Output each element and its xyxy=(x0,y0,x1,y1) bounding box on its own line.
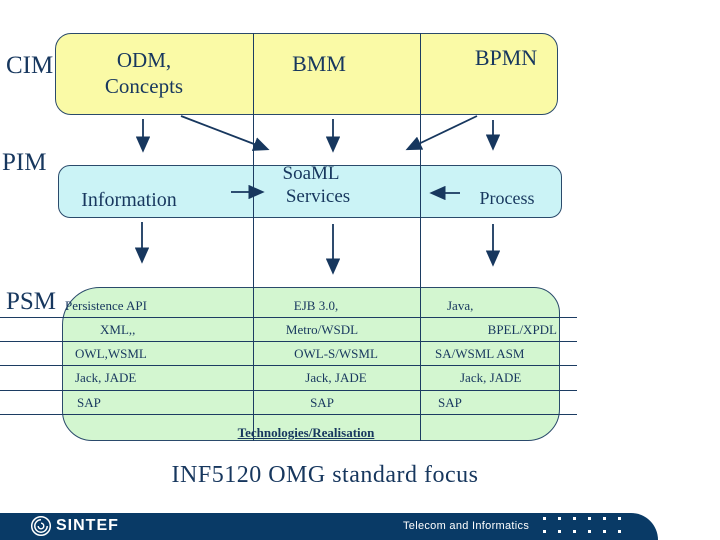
table-cell: Jack, JADE xyxy=(75,370,137,385)
department-text: Telecom and Informatics xyxy=(403,520,530,532)
table-cell: Persistence API xyxy=(65,298,147,313)
psm-technologies-box xyxy=(62,287,560,441)
soaml-line1: SoaML xyxy=(282,163,340,184)
column-divider-2 xyxy=(420,33,421,441)
sintef-logo-icon xyxy=(30,515,52,540)
arrow-bpmn-to-services xyxy=(405,115,478,151)
psm-label: PSM xyxy=(6,288,57,315)
pim-label: PIM xyxy=(2,149,47,176)
odm-line1: ODM, xyxy=(116,48,172,72)
table-cell: OWL-S/WSML xyxy=(294,346,378,361)
cim-standards-box xyxy=(55,33,558,115)
table-cell: Jack, JADE xyxy=(305,370,367,385)
bmm-cell: BMM xyxy=(292,51,346,76)
table-cell: Jack, JADE xyxy=(460,370,522,385)
odm-line2: Concepts xyxy=(104,74,184,98)
slide-title: INF5120 OMG standard focus xyxy=(171,462,479,488)
table-cell: BPEL/XPDL xyxy=(487,322,557,337)
table-cell: SAP xyxy=(77,395,101,410)
dot-grid-row2 xyxy=(543,530,621,533)
row-line-4 xyxy=(0,390,577,391)
footer-bar: SINTEF Telecom and Informatics xyxy=(0,513,658,540)
soaml-line2: Services xyxy=(285,186,351,207)
table-cell: XML,, xyxy=(100,322,136,337)
row-line-5 xyxy=(0,414,577,415)
information-cell: Information xyxy=(81,189,177,211)
odm-concepts-cell: ODM, Concepts xyxy=(105,47,183,99)
row-line-1 xyxy=(0,317,577,318)
pim-standards-box xyxy=(58,165,562,218)
row-line-2 xyxy=(0,341,577,342)
arrow-odm-to-services xyxy=(180,115,270,151)
table-cell: SAP xyxy=(438,395,462,410)
table-cell: SA/WSML ASM xyxy=(435,346,525,361)
table-cell: Metro/WSDL xyxy=(285,322,359,337)
cim-label: CIM xyxy=(6,52,54,79)
sintef-brand-text: SINTEF xyxy=(56,517,119,534)
process-cell: Process xyxy=(479,188,535,208)
table-cell: EJB 3.0, xyxy=(293,298,339,313)
table-cell: Java, xyxy=(447,298,474,313)
bpmn-cell: BPMN xyxy=(474,45,538,70)
table-cell: OWL,WSML xyxy=(75,346,147,361)
dot-grid-row1 xyxy=(543,517,621,520)
row-line-3 xyxy=(0,365,577,366)
table-cell: SAP xyxy=(310,395,334,410)
column-divider-1 xyxy=(253,33,254,441)
technologies-caption: Technologies/Realisation xyxy=(237,425,375,440)
